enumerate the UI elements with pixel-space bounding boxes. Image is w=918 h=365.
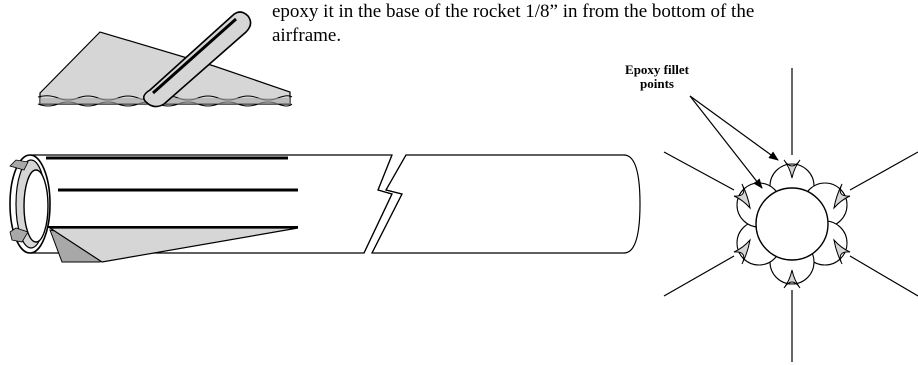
epoxy-fillet-label: Epoxy fillet points [598, 63, 716, 91]
end-view-fin-3 [849, 255, 918, 297]
airframe-tube-illustration [9, 154, 641, 263]
end-view-fin-2 [849, 151, 918, 191]
fillet-point-1 [783, 159, 801, 179]
callout-arrow-2 [689, 95, 763, 189]
tube-end-tab-bottom [9, 227, 29, 243]
fillet-point-4 [783, 269, 801, 289]
fin-end-view-illustration [663, 68, 918, 362]
end-view-fin-6 [663, 151, 735, 191]
fillet-point-2 [833, 183, 851, 210]
fin-glue-illustration [37, 11, 293, 108]
end-view-inner-tube [755, 187, 829, 261]
instruction-text: epoxy it in the base of the rocket 1/8” … [272, 0, 912, 48]
end-view-fin-5 [663, 255, 735, 297]
fin-root-edge [37, 101, 293, 107]
epoxy-fillet-label-line-1: Epoxy fillet [625, 62, 689, 77]
tube-break-line-left [363, 154, 393, 254]
fillet-point-3 [833, 238, 851, 265]
instruction-line-2: airframe. [272, 25, 342, 46]
tube-end-inner [23, 169, 49, 243]
instruction-line-1: epoxy it in the base of the rocket 1/8” … [272, 1, 755, 22]
glue-stick-icon [142, 11, 252, 108]
fillet-point-6 [733, 183, 751, 210]
fillet-point-5 [733, 238, 751, 265]
epoxy-fillet-points [733, 159, 851, 289]
epoxy-fillet-label-line-2: points [640, 76, 674, 91]
tube-end-tab-top [9, 159, 29, 171]
tube-right-segment [371, 154, 641, 254]
callout-arrow-1 [689, 95, 779, 161]
tube-break-line-right [371, 154, 407, 254]
